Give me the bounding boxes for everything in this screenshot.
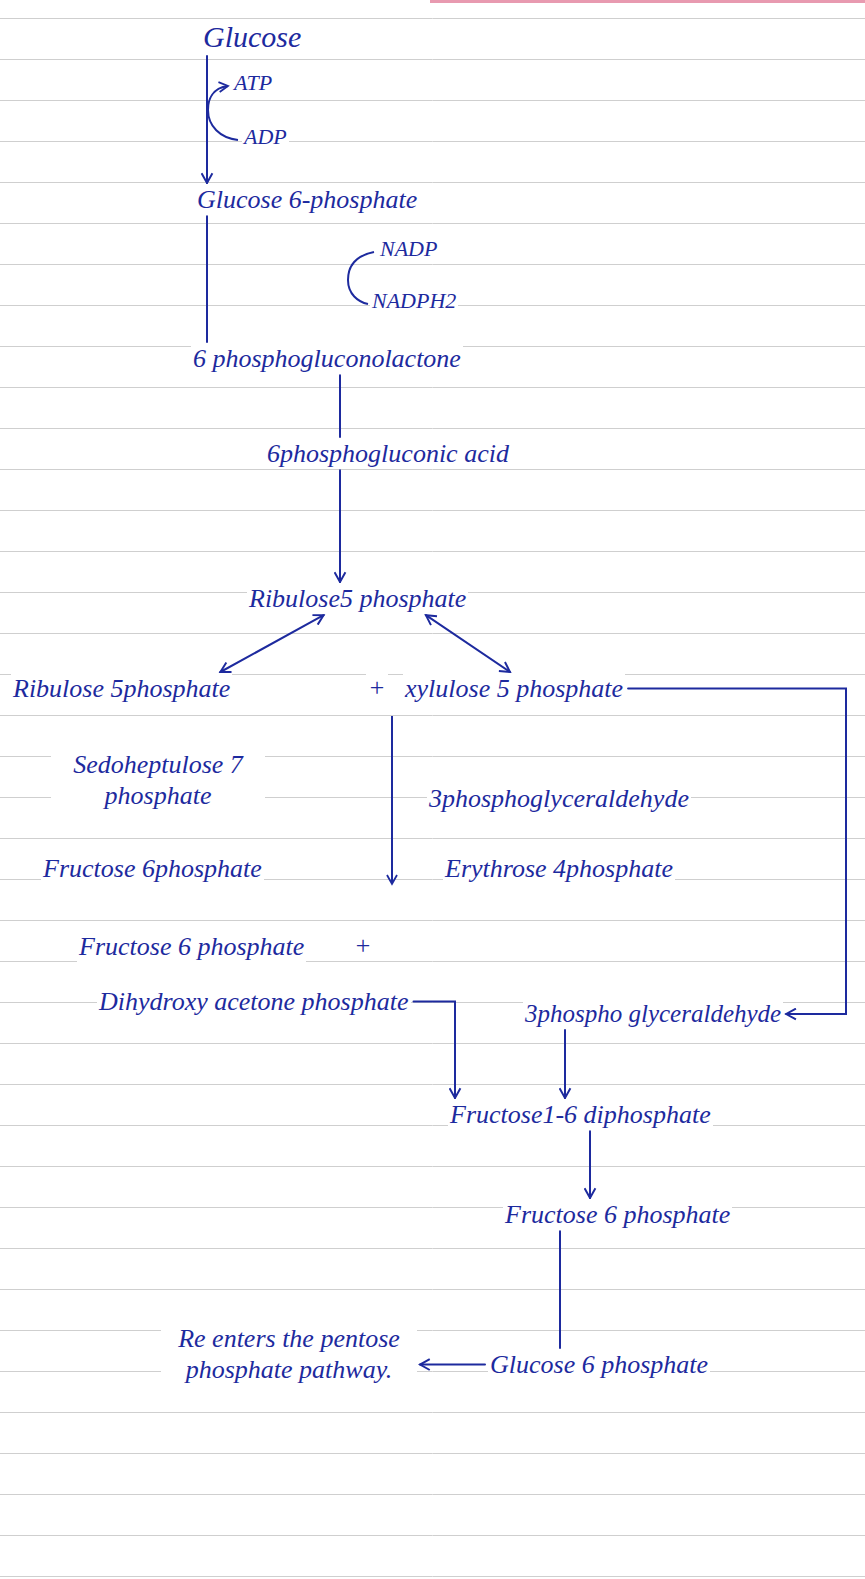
metabolite-name: Ribulose 5phosphate bbox=[11, 673, 232, 704]
pathway-arrow bbox=[559, 1231, 561, 1348]
metabolite: Fructose 6 phosphate bbox=[500, 1198, 735, 1231]
pathway-arrow bbox=[339, 375, 341, 437]
metabolite-name: Fructose 6phosphate bbox=[41, 853, 264, 884]
metabolite-name: 6phosphogluconic acid bbox=[265, 438, 511, 469]
pathway-arrow bbox=[414, 1002, 456, 1098]
margin-line bbox=[430, 0, 865, 3]
pathway-arrow bbox=[426, 615, 510, 672]
metabolite: 3phospho glyceraldehyde bbox=[520, 998, 786, 1030]
metabolite: Fructose 6 phosphate bbox=[74, 930, 309, 963]
pathway-arrow bbox=[206, 56, 208, 183]
metabolite-name: xylulose 5 phosphate bbox=[403, 673, 625, 704]
pathway-arrow bbox=[564, 1030, 566, 1098]
pathway-arrow bbox=[206, 216, 208, 342]
metabolite: xylulose 5 phosphate bbox=[400, 672, 628, 705]
pathway-arrow bbox=[420, 1364, 485, 1366]
metabolite: Fructose1-6 diphosphate bbox=[445, 1098, 716, 1131]
metabolite: 3phosphoglyceraldehyde bbox=[424, 782, 694, 815]
pathway-arrow bbox=[220, 615, 323, 672]
cofactor-label: NADPH2 bbox=[370, 288, 458, 314]
metabolite: Ribulose 5phosphate bbox=[8, 672, 235, 705]
metabolite: Fructose 6phosphate bbox=[38, 852, 267, 885]
cofactor-label: + bbox=[366, 672, 388, 703]
metabolite-name: Dihydroxy acetone phosphate bbox=[97, 986, 411, 1017]
metabolite: Erythrose 4phosphate bbox=[440, 852, 678, 885]
metabolite: Glucose 6-phosphate bbox=[192, 183, 422, 216]
metabolite-name: 6 phosphogluconolactone bbox=[191, 343, 463, 374]
pathway-arrow bbox=[628, 689, 846, 1014]
metabolite-name: Sedoheptulose 7 phosphate bbox=[51, 749, 265, 811]
cofactor-label: ADP bbox=[242, 124, 289, 150]
metabolite: Glucose 6 phosphate bbox=[485, 1348, 713, 1381]
metabolite-name: Glucose 6-phosphate bbox=[195, 184, 419, 215]
cofactor-label: ATP bbox=[232, 70, 274, 96]
metabolite-name: Fructose 6 phosphate bbox=[77, 931, 306, 962]
metabolite: Re enters the pentose phosphate pathway. bbox=[158, 1322, 420, 1386]
metabolite-name: Re enters the pentose phosphate pathway. bbox=[161, 1323, 417, 1385]
cofactor-label: + bbox=[352, 930, 374, 961]
pathway-arrow bbox=[589, 1131, 591, 1198]
metabolite-name: Ribulose5 phosphate bbox=[247, 583, 468, 614]
cofactor-label: NADP bbox=[378, 236, 439, 262]
metabolite: Sedoheptulose 7 phosphate bbox=[48, 748, 268, 812]
metabolite-name: Glucose 6 phosphate bbox=[488, 1349, 710, 1380]
metabolite: Dihydroxy acetone phosphate bbox=[94, 985, 414, 1018]
metabolite: Ribulose5 phosphate bbox=[244, 582, 471, 615]
reaction-arrow bbox=[391, 716, 393, 884]
metabolite-name: 3phosphoglyceraldehyde bbox=[427, 783, 691, 814]
metabolite-name: Fructose 6 phosphate bbox=[503, 1199, 732, 1230]
metabolite-name: Fructose1-6 diphosphate bbox=[448, 1099, 713, 1130]
metabolite-name: Glucose bbox=[201, 19, 303, 55]
metabolite-name: Erythrose 4phosphate bbox=[443, 853, 675, 884]
metabolite: 6phosphogluconic acid bbox=[262, 437, 514, 470]
metabolite: 6 phosphogluconolactone bbox=[188, 342, 466, 375]
pathway-arrow bbox=[339, 470, 341, 582]
metabolite-name: 3phospho glyceraldehyde bbox=[523, 999, 783, 1029]
metabolite: Glucose bbox=[198, 18, 306, 56]
